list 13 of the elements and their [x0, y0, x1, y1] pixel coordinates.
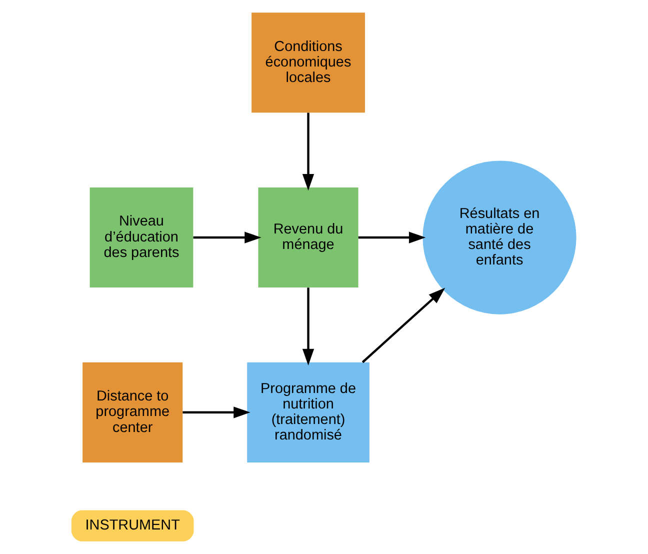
node-box: Conditions économiques locales: [252, 12, 365, 113]
arrow: [193, 232, 262, 244]
arrow: [302, 288, 314, 366]
node-box: INSTRUMENT: [71, 510, 194, 542]
arrow: [362, 288, 446, 364]
node-box: Programme de nutrition (traitement) randomisé: [247, 362, 370, 462]
node-box: Niveau d’éducation des parents: [90, 188, 194, 288]
arrow: [358, 232, 426, 244]
node-box: Revenu du ménage: [258, 188, 358, 288]
node-box: Distance to programme center: [82, 362, 183, 462]
node-circle: Résultats en matière de santé des enfants: [422, 160, 576, 314]
arrow: [302, 112, 314, 191]
arrow: [182, 406, 250, 418]
